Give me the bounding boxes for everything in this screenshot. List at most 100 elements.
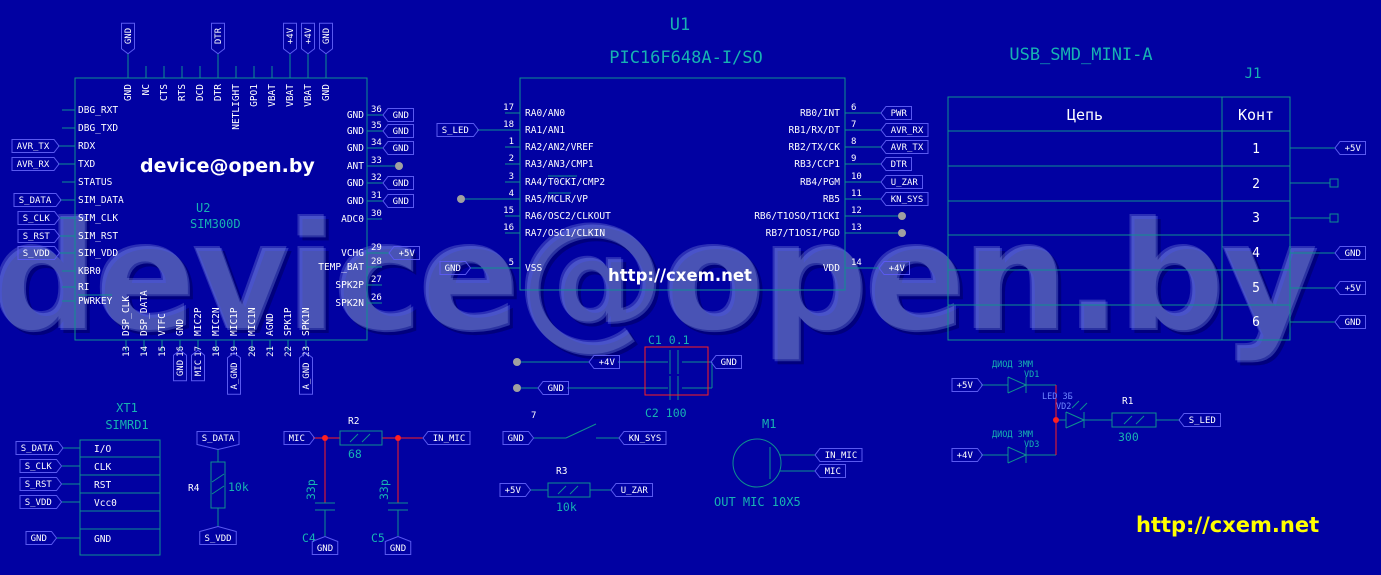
net-flag-s_data[interactable]: [196, 431, 240, 451]
net-flag-+5v[interactable]: [951, 378, 984, 392]
net-flag-label: GND: [390, 544, 406, 554]
net-flag-mic[interactable]: [283, 431, 316, 445]
net-flag-avr_rx[interactable]: [11, 157, 60, 171]
wire[interactable]: [1123, 415, 1133, 425]
net-flag-a_gnd[interactable]: [227, 352, 241, 395]
net-flag-label: A_GND: [230, 362, 240, 389]
wire[interactable]: [1007, 454, 1027, 464]
r2-body[interactable]: [339, 430, 383, 446]
net-flag-s_rst[interactable]: [17, 229, 61, 243]
net-flag-s_clk[interactable]: [19, 459, 63, 473]
nc-pad[interactable]: [1329, 178, 1339, 188]
net-flag-gnd[interactable]: [502, 431, 535, 445]
net-flag-+5v[interactable]: [499, 483, 532, 497]
wire[interactable]: [361, 433, 371, 443]
net-flag-gnd[interactable]: [382, 176, 414, 190]
net-flag-mic[interactable]: [191, 349, 205, 382]
c1-highlight[interactable]: [644, 346, 709, 396]
net-flag-gnd[interactable]: [382, 124, 414, 138]
wire[interactable]: [1065, 419, 1085, 429]
net-flag-+5v[interactable]: [1334, 141, 1366, 155]
wire[interactable]: [1135, 415, 1145, 425]
net-flag-dtr[interactable]: [880, 157, 912, 171]
net-flag-gnd[interactable]: [537, 381, 569, 395]
schematic-label: SIM_DATA: [78, 195, 124, 206]
net-flag-kn_sys[interactable]: [618, 431, 667, 445]
net-flag-label: +4V: [889, 264, 906, 274]
r4-value: 10k: [228, 480, 249, 494]
net-flag-+4v[interactable]: [588, 355, 620, 369]
schematic-label: 4: [1252, 246, 1260, 261]
wire[interactable]: [1007, 376, 1027, 386]
net-flag-in_mic[interactable]: [814, 448, 863, 462]
net-flag-gnd[interactable]: [121, 22, 135, 55]
wire[interactable]: [1007, 384, 1027, 394]
net-flag-s_rst[interactable]: [19, 477, 63, 491]
net-flag-gnd[interactable]: [382, 141, 414, 155]
net-flag-+4v[interactable]: [283, 22, 297, 55]
schematic-label: 17: [503, 103, 514, 113]
net-flag-s_led[interactable]: [436, 123, 480, 137]
xt1-body[interactable]: [79, 439, 161, 556]
m1-mic-body[interactable]: [732, 438, 782, 488]
r1-body[interactable]: [1111, 412, 1157, 428]
wire[interactable]: [1065, 411, 1085, 421]
net-flag-gnd[interactable]: [382, 108, 414, 122]
schematic-label: MIC1P: [229, 307, 240, 336]
net-flag-+4v[interactable]: [878, 261, 910, 275]
net-flag-u_zar[interactable]: [610, 483, 653, 497]
net-flag-gnd[interactable]: [1334, 315, 1366, 329]
net-flag-gnd[interactable]: [439, 261, 472, 275]
net-flag-s_vdd[interactable]: [19, 495, 63, 509]
net-flag-mic[interactable]: [814, 464, 846, 478]
net-flag-gnd[interactable]: [382, 194, 414, 208]
net-flag-dtr[interactable]: [211, 22, 225, 55]
wire[interactable]: [1079, 402, 1088, 411]
net-flag-in_mic[interactable]: [422, 431, 471, 445]
net-flag-gnd[interactable]: [1334, 246, 1366, 260]
cxem-link[interactable]: http://cxem.net: [1136, 513, 1320, 537]
wire[interactable]: [211, 485, 225, 495]
net-flag-kn_sys[interactable]: [880, 192, 929, 206]
net-flag-pwr[interactable]: [880, 106, 912, 120]
net-flag-avr_tx[interactable]: [11, 139, 60, 153]
net-flag-s_data[interactable]: [13, 193, 62, 207]
net-flag-gnd[interactable]: [319, 22, 333, 55]
wire[interactable]: [1007, 446, 1027, 456]
net-flag-gnd[interactable]: [25, 531, 58, 545]
net-flag-+4v[interactable]: [301, 22, 315, 55]
nc-pad[interactable]: [1329, 213, 1339, 223]
wire[interactable]: [349, 433, 359, 443]
wire[interactable]: [569, 485, 579, 495]
net-flag-+5v[interactable]: [1334, 281, 1366, 295]
net-flag-avr_rx[interactable]: [880, 123, 929, 137]
net-flag-gnd[interactable]: [311, 535, 339, 555]
wire[interactable]: [1071, 400, 1080, 409]
schematic-label: GND: [347, 178, 364, 189]
j1-table[interactable]: [947, 96, 1291, 341]
net-flag-+4v[interactable]: [951, 448, 984, 462]
r4-body[interactable]: [210, 461, 226, 509]
net-flag-s_vdd[interactable]: [199, 525, 237, 545]
net-flag-gnd[interactable]: [384, 535, 412, 555]
net-flag-+5v[interactable]: [388, 246, 420, 260]
net-flag-a_gnd[interactable]: [299, 352, 313, 395]
u1-body[interactable]: [519, 77, 846, 291]
schematic-label: SPK1P: [283, 307, 294, 336]
net-flag-s_clk[interactable]: [17, 211, 61, 225]
net-flag-s_led[interactable]: [1178, 413, 1221, 427]
net-flag-s_vdd[interactable]: [17, 246, 61, 260]
net-flag-gnd[interactable]: [710, 355, 742, 369]
net-flag-gnd[interactable]: [173, 349, 187, 382]
u2-body[interactable]: [74, 77, 368, 341]
net-flag-label: MIC: [289, 434, 305, 444]
wire[interactable]: [557, 485, 567, 495]
r3-body[interactable]: [547, 482, 591, 498]
net-flag-s_data[interactable]: [15, 441, 64, 455]
wire[interactable]: [565, 423, 597, 439]
net-flag-u_zar[interactable]: [880, 175, 923, 189]
net-flag-avr_tx[interactable]: [880, 140, 929, 154]
schematic-label: RDX: [78, 141, 95, 152]
c1-label: C1 0.1: [648, 333, 690, 347]
wire[interactable]: [211, 473, 225, 483]
